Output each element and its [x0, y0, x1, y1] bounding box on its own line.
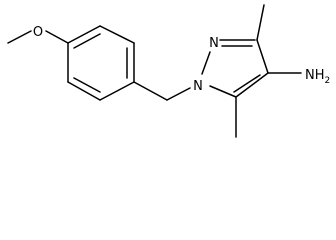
bond-c4-c5 — [235, 72, 269, 98]
bond-ring-ch2 — [133, 81, 168, 101]
amine-subscript-text: 2 — [325, 76, 331, 86]
atom-amine-label: NH2 — [305, 68, 330, 86]
bond-o-ring — [45, 30, 69, 44]
bond-c5-n1 — [209, 85, 237, 98]
ring-double-1 — [73, 33, 101, 49]
ring-double-3 — [73, 77, 101, 93]
bond-c3-c4 — [256, 39, 269, 74]
bond-c3-methyl — [256, 4, 265, 41]
ring-bond-2 — [99, 25, 135, 44]
ring-bond-5 — [67, 81, 101, 101]
ring-bond-1 — [67, 25, 101, 44]
molecule-drawing: O N N NH2 — [7, 4, 330, 138]
atom-oxygen-label: O — [33, 25, 43, 40]
bond-methyl-o — [7, 30, 32, 44]
ring-bond-4 — [99, 81, 135, 101]
amine-nh-text: NH — [305, 68, 325, 83]
atom-n2-label: N — [209, 36, 219, 51]
bond-c4-c5-inner — [233, 74, 261, 93]
structure-diagram: O N N NH2 — [7, 4, 330, 138]
atom-n1-label: N — [193, 79, 203, 94]
bond-ch2-n1 — [166, 87, 191, 101]
bond-n1-n2 — [201, 51, 211, 75]
